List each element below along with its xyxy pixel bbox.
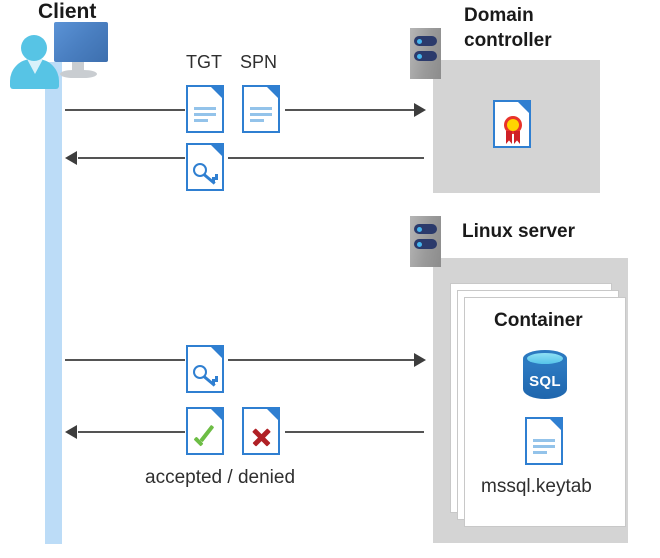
document-text-line: [194, 107, 216, 110]
accepted-denied-caption: accepted / denied: [145, 467, 296, 488]
document-text-line: [250, 113, 272, 116]
message-1-line-right: [285, 109, 415, 111]
cross-icon: [250, 427, 272, 447]
person-head: [21, 35, 47, 61]
client-label: Client: [38, 0, 97, 23]
document-text-line: [250, 107, 272, 110]
key-ring: [193, 365, 207, 379]
server-led-icon: [417, 38, 422, 44]
message-4-arrowhead: [65, 425, 77, 439]
sql-database-icon: SQL: [521, 349, 569, 404]
message-3-arrowhead: [414, 353, 426, 367]
domain-controller-label-line2: controller: [464, 30, 552, 51]
certificate-seal-icon: [502, 116, 524, 144]
document-page: [242, 407, 280, 455]
server-bar-top: [414, 36, 437, 46]
message-1-line-left: [65, 109, 185, 111]
sql-text: SQL: [529, 373, 561, 390]
document-text-line: [533, 451, 547, 454]
document-text-line: [250, 119, 264, 122]
certificate-document-icon: [493, 100, 531, 148]
denied-cross-document-icon: [242, 407, 280, 455]
server-bar-top: [414, 224, 437, 234]
key-tooth: [212, 379, 215, 385]
container-card-front: [464, 297, 626, 527]
server-rack-icon: [410, 216, 441, 267]
client-workstation-icon: [8, 22, 108, 89]
message-2-arrowhead: [65, 151, 77, 165]
key-icon: [193, 161, 218, 185]
key-tooth: [212, 177, 215, 183]
message-4-line-right: [285, 431, 424, 433]
keytab-filename-label: mssql.keytab: [481, 476, 592, 497]
seal-ribbon: [506, 131, 512, 144]
document-text-line: [194, 113, 216, 116]
server-led-icon: [417, 241, 422, 247]
service-ticket-key-document-icon: [186, 345, 224, 393]
spn-label: SPN: [240, 52, 278, 72]
message-1-arrowhead: [414, 103, 426, 117]
linux-server-label: Linux server: [462, 221, 575, 242]
tgt-document-icon: [186, 85, 224, 133]
check-stroke-long: [199, 424, 215, 443]
check-icon: [193, 424, 217, 447]
spn-document-icon: [242, 85, 280, 133]
container-label: Container: [494, 310, 583, 331]
server-rack-icon: [410, 28, 441, 79]
document-page: [493, 100, 531, 148]
monitor-screen: [54, 22, 108, 62]
client-lifeline: [45, 62, 62, 544]
tgt-label: TGT: [186, 52, 222, 72]
monitor-base: [60, 70, 97, 78]
sql-cylinder-top: [523, 350, 567, 367]
message-4-line-left: [78, 431, 185, 433]
message-2-line-right: [228, 157, 424, 159]
server-led-icon: [417, 226, 422, 232]
message-3-line-right: [228, 359, 415, 361]
key-ring: [193, 163, 207, 177]
document-text-line: [533, 445, 555, 448]
seal-ribbon: [514, 131, 520, 144]
accepted-check-document-icon: [186, 407, 224, 455]
server-led-icon: [417, 53, 422, 59]
key-tooth: [215, 376, 218, 382]
message-3-line-left: [65, 359, 185, 361]
seal-medal: [504, 116, 522, 134]
keytab-document-icon: [525, 417, 563, 465]
server-bar-bottom: [414, 51, 437, 61]
monitor-neck: [72, 62, 84, 72]
document-text-line: [533, 439, 555, 442]
message-2-line-left: [78, 157, 185, 159]
domain-controller-label-line1: Domain: [464, 5, 534, 26]
domain-controller-label: Domain controller: [464, 3, 552, 53]
document-text-line: [194, 119, 208, 122]
server-bar-bottom: [414, 239, 437, 249]
key-tooth: [215, 174, 218, 180]
key-icon: [193, 363, 218, 387]
service-ticket-key-document-icon: [186, 143, 224, 191]
person-collar: [27, 59, 43, 74]
